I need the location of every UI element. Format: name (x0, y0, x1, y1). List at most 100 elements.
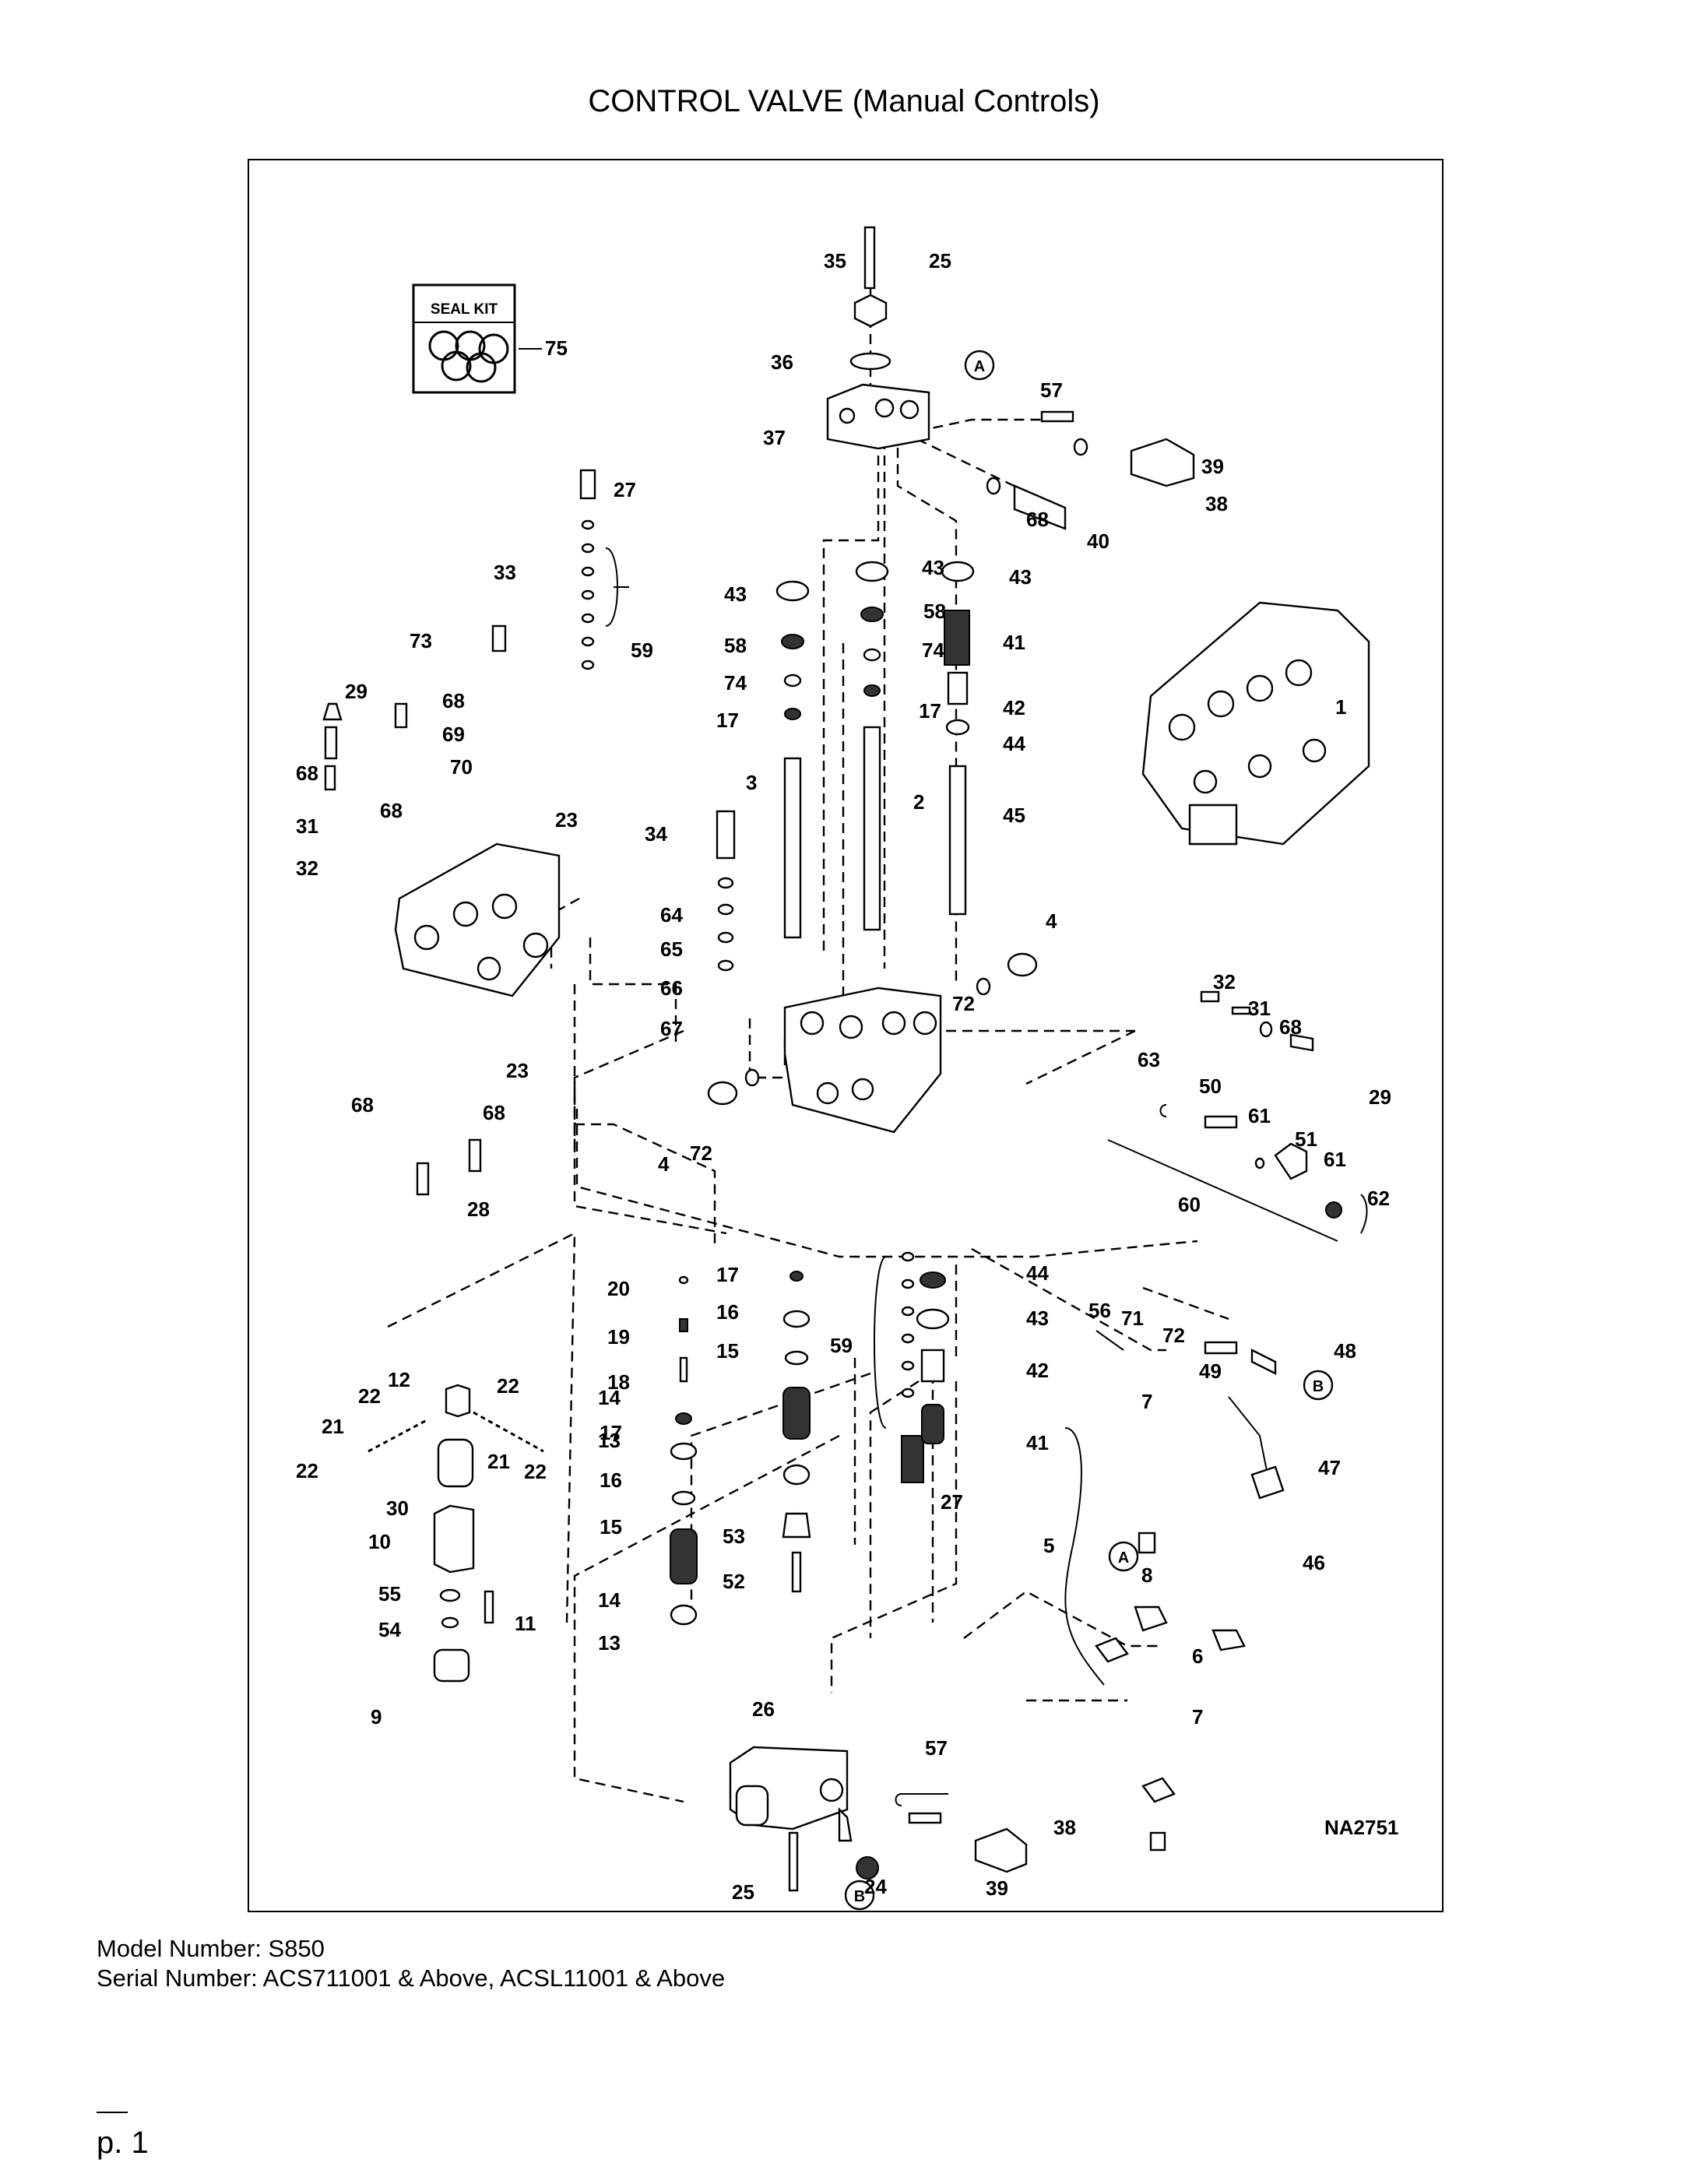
part-label-60: 60 (1178, 1193, 1201, 1216)
part-label-20: 20 (607, 1277, 630, 1300)
part-label-42: 42 (1003, 696, 1025, 719)
part-label-49: 49 (1199, 1359, 1222, 1383)
top-valve-body: A (826, 226, 995, 450)
part-label-24: 24 (864, 1875, 887, 1898)
part-label-13b: 13 (598, 1631, 621, 1655)
part-label-70: 70 (450, 755, 473, 779)
main-valve-body (707, 952, 1038, 1134)
part-label-26: 26 (752, 1697, 775, 1721)
part-label-69: 69 (442, 723, 465, 746)
seal-kit-label: SEAL KIT (431, 301, 498, 318)
part-label-68f: 68 (1026, 508, 1049, 531)
part-label-12: 12 (388, 1368, 410, 1391)
part-label-14: 14 (598, 1386, 621, 1409)
part-label-21b: 21 (487, 1450, 510, 1473)
part-label-25: 25 (929, 249, 951, 273)
part-label-68b: 68 (380, 799, 403, 822)
assembled-valve-illustration (1141, 601, 1370, 846)
part-label-16: 16 (716, 1300, 739, 1324)
part-label-6: 6 (1192, 1644, 1203, 1668)
part-label-51: 51 (1295, 1127, 1317, 1151)
part-label-68d: 68 (351, 1093, 374, 1117)
part-label-8: 8 (1141, 1563, 1152, 1587)
part-label-74b: 74 (922, 638, 944, 662)
part-label-43d: 43 (1026, 1307, 1049, 1330)
part-label-31: 31 (296, 814, 318, 838)
part-label-44: 44 (1003, 732, 1025, 755)
right-fittings (1107, 990, 1368, 1242)
lower-left-spool (367, 1384, 544, 1683)
part-label-27b: 27 (941, 1490, 963, 1514)
callout-circles: B A (1108, 1370, 1334, 1572)
part-label-2: 2 (913, 790, 924, 814)
part-label-72: 72 (952, 992, 975, 1015)
part-label-1: 1 (1335, 695, 1346, 719)
part-label-72b: 72 (690, 1141, 712, 1165)
part-label-67: 67 (660, 1017, 683, 1040)
part-label-15b: 15 (600, 1515, 622, 1539)
left-valve-body (322, 469, 629, 1196)
part-label-56: 56 (1088, 1299, 1111, 1322)
part-label-53: 53 (723, 1525, 745, 1548)
part-label-63: 63 (1138, 1048, 1160, 1071)
part-label-28: 28 (467, 1198, 490, 1221)
part-label-66: 66 (660, 976, 683, 1000)
part-label-42b: 42 (1026, 1359, 1049, 1382)
seal-kit-box: SEAL KIT (412, 283, 542, 394)
top-right-parts (986, 410, 1195, 530)
part-label-65: 65 (660, 937, 683, 961)
part-label-7b: 7 (1192, 1705, 1203, 1729)
part-label-31b: 31 (1248, 997, 1271, 1020)
part-label-72c: 72 (1162, 1324, 1185, 1347)
lower-right-fittings (1064, 1330, 1285, 1852)
part-label-46: 46 (1303, 1551, 1325, 1574)
part-label-22c: 22 (296, 1459, 318, 1482)
part-number-labels: 1 2 3 4 4 5 6 7 7 8 9 10 11 12 13 13 14 … (296, 249, 1391, 1904)
part-label-17: 17 (716, 1263, 739, 1286)
part-label-16b: 16 (600, 1468, 622, 1492)
part-label-64: 64 (660, 903, 683, 927)
part-label-17c: 17 (919, 699, 941, 723)
part-label-74: 74 (724, 671, 747, 695)
part-label-4b: 4 (658, 1152, 670, 1176)
part-label-36: 36 (771, 350, 793, 374)
part-label-75: 75 (545, 336, 568, 360)
part-label-25b: 25 (732, 1880, 754, 1904)
part-label-43c: 43 (1009, 565, 1032, 589)
part-label-55: 55 (378, 1582, 401, 1605)
part-label-15: 15 (716, 1339, 739, 1363)
bottom-valve-body: B (729, 1746, 1028, 1911)
drawing-number: NA2751 (1324, 1816, 1398, 1839)
part-label-41b: 41 (1026, 1431, 1049, 1454)
part-label-30: 30 (386, 1496, 409, 1520)
part-label-7: 7 (1141, 1390, 1152, 1413)
lower-spool-parts (670, 1251, 950, 1626)
part-label-43: 43 (724, 582, 747, 606)
part-label-23b: 23 (506, 1059, 529, 1082)
part-label-41: 41 (1003, 631, 1025, 654)
part-label-17b: 17 (716, 709, 739, 732)
part-label-68c: 68 (442, 689, 465, 712)
part-label-3: 3 (746, 771, 757, 794)
part-label-71: 71 (1121, 1307, 1144, 1330)
center-spool-parts (716, 561, 975, 972)
part-label-44b: 44 (1026, 1261, 1049, 1285)
part-label-68g: 68 (1279, 1015, 1302, 1039)
part-label-21: 21 (322, 1415, 344, 1438)
part-label-62: 62 (1367, 1187, 1390, 1210)
serial-number: Serial Number: ACS711001 & Above, ACSL11… (97, 1964, 726, 1992)
page-title: CONTROL VALVE (Manual Controls) (588, 84, 1100, 118)
part-label-32b: 32 (1213, 970, 1236, 994)
part-label-37: 37 (763, 426, 786, 449)
part-label-9: 9 (371, 1705, 382, 1729)
diagram-frame (248, 159, 1444, 1912)
part-label-58: 58 (724, 634, 747, 657)
part-label-32: 32 (296, 856, 318, 880)
part-label-40: 40 (1087, 529, 1110, 553)
part-label-22b: 22 (497, 1374, 519, 1398)
callout-a-top: A (974, 358, 985, 375)
part-label-45: 45 (1003, 804, 1025, 827)
callout-b-right: B (1313, 1378, 1324, 1395)
part-label-58b: 58 (923, 600, 946, 623)
part-label-27: 27 (614, 478, 636, 501)
